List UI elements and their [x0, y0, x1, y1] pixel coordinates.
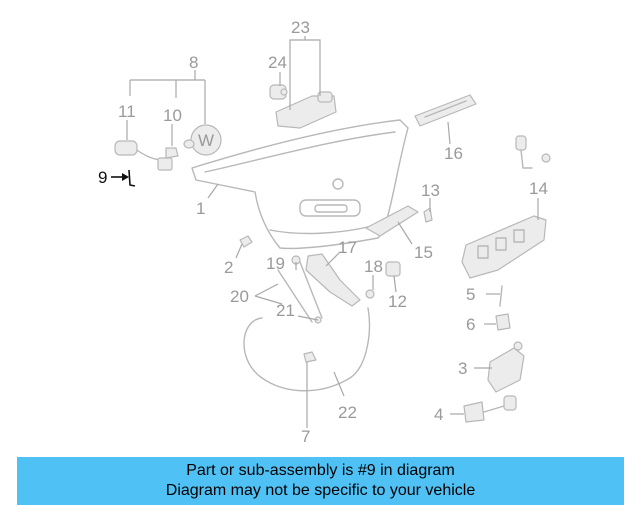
- callout-20: 20: [230, 287, 249, 306]
- small-parts: [239, 207, 433, 299]
- banner-line-1: Part or sub-assembly is #9 in diagram: [186, 462, 455, 479]
- callout-22: 22: [338, 403, 357, 422]
- handle: [365, 205, 419, 237]
- callout-9: 9: [98, 168, 107, 187]
- callout-5: 5: [466, 285, 475, 304]
- callout-23: 23: [291, 18, 310, 37]
- leader-lines: [126, 36, 539, 428]
- plate-light-strip: [414, 94, 477, 127]
- callout-21: 21: [276, 301, 295, 320]
- callout-12: 12: [388, 292, 407, 311]
- callout-10: 10: [163, 106, 182, 125]
- callout-14: 14: [529, 179, 548, 198]
- callout-3: 3: [458, 359, 467, 378]
- bracket-7: [303, 351, 317, 363]
- callout-labels: 23 24 8 11 10 9 1 16 13 14 15 2 17 19 18…: [98, 18, 548, 446]
- callout-9-leader: [111, 173, 129, 181]
- lock-assembly: [463, 285, 525, 423]
- callout-19: 19: [266, 254, 285, 273]
- banner-line-2: Diagram may not be specific to your vehi…: [165, 482, 476, 499]
- callout-8: 8: [189, 53, 198, 72]
- latch-bracket: [461, 215, 547, 279]
- part-9-clip: [128, 169, 136, 187]
- callout-17: 17: [338, 238, 357, 257]
- callout-16: 16: [444, 144, 463, 163]
- emblem-assembly: W: [114, 124, 222, 171]
- callout-24: 24: [268, 53, 287, 72]
- callout-7: 7: [301, 427, 310, 446]
- svg-text:W: W: [198, 131, 214, 150]
- callout-2: 2: [224, 258, 233, 277]
- parts-diagram: W: [98, 18, 551, 446]
- callout-6: 6: [466, 315, 475, 334]
- wiring-connectors: [515, 135, 551, 169]
- callout-13: 13: [421, 181, 440, 200]
- trunk-release-handle: [269, 84, 337, 129]
- callout-1: 1: [196, 199, 205, 218]
- info-banner: Part or sub-assembly is #9 in diagram Di…: [17, 457, 624, 505]
- callout-18: 18: [364, 257, 383, 276]
- seal-cable: [243, 307, 371, 392]
- callout-15: 15: [414, 243, 433, 262]
- callout-4: 4: [434, 405, 443, 424]
- callout-11: 11: [118, 102, 136, 121]
